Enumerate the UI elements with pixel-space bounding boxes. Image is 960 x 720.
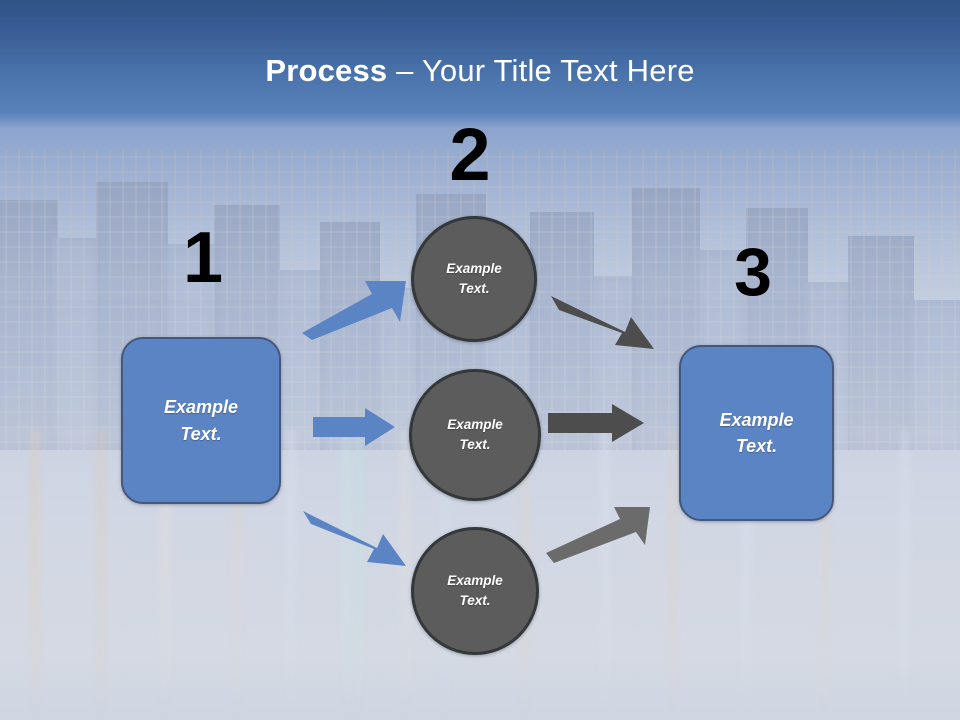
circle-top[interactable]: Example Text. [411,216,537,342]
circle-middle-label: Example Text. [447,417,503,452]
arrow-out-right-icon [548,404,644,442]
arrow-in-right-icon [313,408,395,446]
output-box-label: Example Text. [719,409,794,456]
arrow-in-up-icon [302,281,406,340]
step-number-1: 1 [182,218,224,298]
page-title: Process – Your Title Text Here [0,52,960,90]
arrow-in-down-icon [303,511,406,566]
arrow-out-down-icon [551,296,654,349]
header-band [0,0,960,128]
page-title-rest: – Your Title Text Here [387,53,695,88]
page-title-bold: Process [265,53,388,88]
circle-middle[interactable]: Example Text. [409,369,541,501]
step-number-2: 2 [449,113,491,196]
arrow-out-up-icon [546,507,650,563]
circle-top-label: Example Text. [446,261,502,296]
input-box[interactable]: Example Text. [121,337,281,504]
circle-bottom[interactable]: Example Text. [411,527,539,655]
step-number-3: 3 [734,234,772,310]
input-box-label: Example Text. [163,397,239,444]
circle-bottom-label: Example Text. [447,573,503,608]
output-box[interactable]: Example Text. [679,345,834,521]
